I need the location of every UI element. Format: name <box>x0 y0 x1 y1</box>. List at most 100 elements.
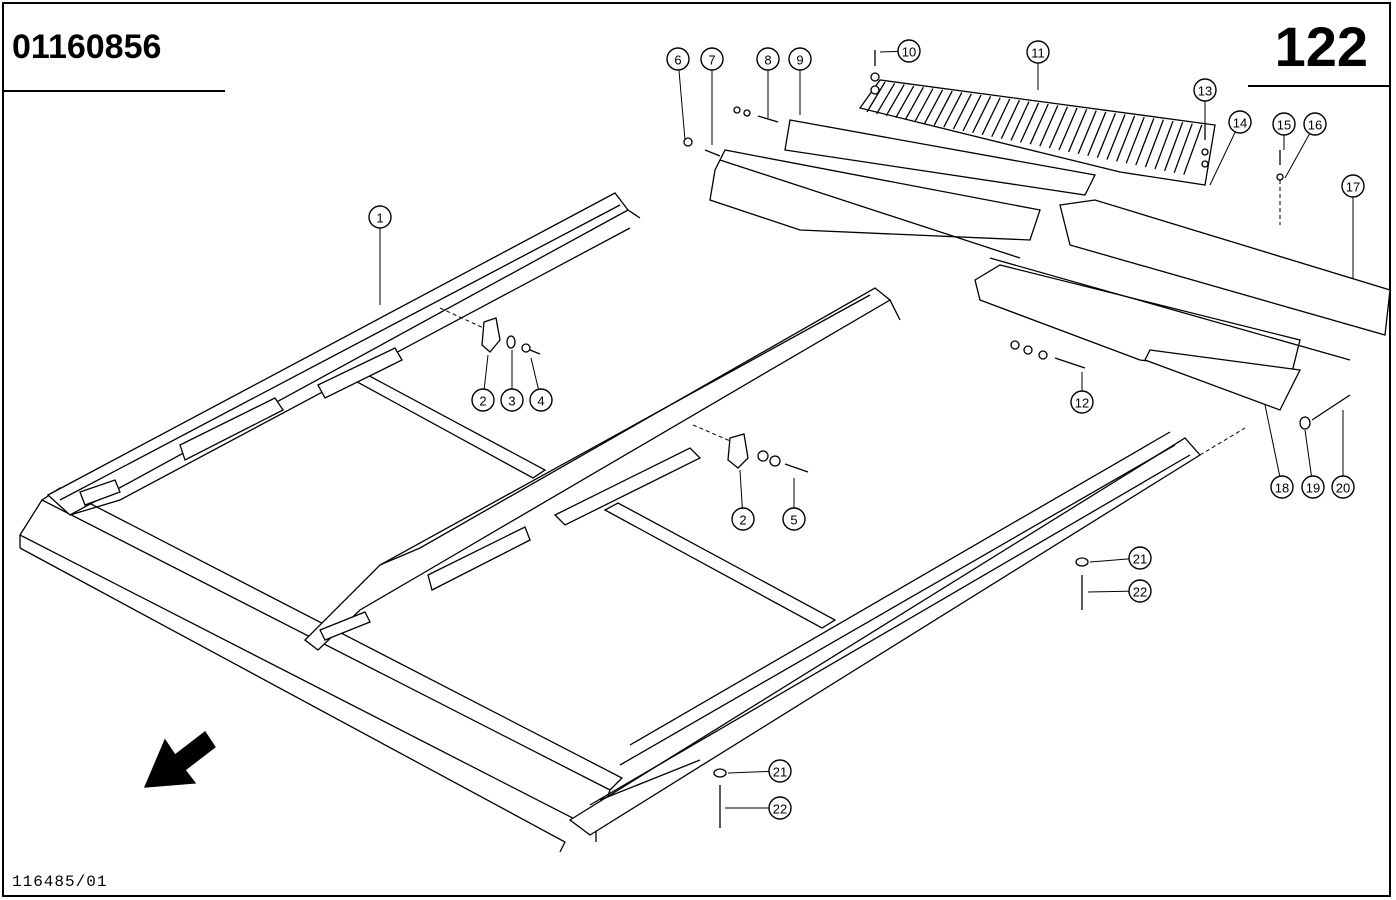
callout-10: 10 <box>879 39 921 63</box>
callout-8: 8 <box>756 47 780 118</box>
callout-16: 16 <box>1284 112 1327 179</box>
callout-label: 10 <box>902 45 916 60</box>
document-number: 01160856 <box>12 28 162 66</box>
left-deflector <box>709 149 1041 241</box>
callout-circle <box>1128 579 1152 603</box>
callout-label: 2 <box>479 394 486 409</box>
bracket-hardware-center <box>692 424 809 473</box>
callout-9: 9 <box>788 47 812 115</box>
rake-grille <box>858 79 1216 186</box>
callout-3: 3 <box>500 350 524 412</box>
grille-bar <box>1163 122 1184 172</box>
callout-21: 21 <box>1089 546 1152 570</box>
grille-bar <box>1173 123 1193 174</box>
grille-bar <box>1154 120 1174 170</box>
callout-label: 18 <box>1275 481 1289 496</box>
callout-2: 2 <box>731 469 755 531</box>
callout-22: 22 <box>1087 579 1152 603</box>
callout-1: 1 <box>368 205 392 305</box>
grille-bar <box>914 88 934 122</box>
callout-label: 8 <box>764 53 771 68</box>
callout-label: 21 <box>773 765 787 780</box>
rear-crossbar-tube <box>348 371 547 479</box>
callout-circle <box>788 47 812 71</box>
left-beam-slot <box>179 397 284 461</box>
grille-bar <box>1077 110 1097 155</box>
callout-label: 4 <box>537 394 544 409</box>
grille-bar <box>1000 99 1020 139</box>
right-side-channel <box>568 437 1201 836</box>
lower-shield <box>1144 349 1301 411</box>
header-rule-right <box>1248 85 1391 87</box>
grille-bar <box>904 86 924 120</box>
callout-label: 22 <box>773 802 787 817</box>
callout-circle <box>1341 174 1365 198</box>
bracket-clip <box>727 433 749 469</box>
callout-circle <box>768 759 792 783</box>
callout-circle <box>1272 112 1296 136</box>
page-number: 122 <box>1274 15 1368 78</box>
callout-label: 3 <box>508 394 515 409</box>
callout-label: 1 <box>376 211 383 226</box>
center-beam-slot <box>427 526 531 591</box>
callout-circle <box>1070 390 1094 414</box>
callout-circle <box>1026 40 1050 64</box>
grille-bar <box>1020 102 1040 143</box>
callout-4: 4 <box>529 357 553 412</box>
front-crossbar-tube <box>603 502 837 629</box>
drawing-reference: 116485/01 <box>12 873 108 891</box>
callout-label: 7 <box>708 53 715 68</box>
grille-bar <box>1029 103 1049 145</box>
callout-label: 15 <box>1277 118 1291 133</box>
front-cross-beam <box>19 499 611 831</box>
callout-5: 5 <box>782 478 806 531</box>
header-rule-left <box>2 90 225 92</box>
callout-circle <box>1128 546 1152 570</box>
callout-18: 18 <box>1264 404 1294 499</box>
callout-15: 15 <box>1272 112 1296 150</box>
callout-circle <box>1270 475 1294 499</box>
leader-line <box>677 58 686 141</box>
grille-bar <box>866 81 886 113</box>
grille-bar <box>991 98 1011 137</box>
callout-circle <box>529 388 553 412</box>
callout-11: 11 <box>1026 40 1050 90</box>
callout-19: 19 <box>1301 429 1325 499</box>
grille-bar <box>933 90 953 126</box>
callout-circle <box>1303 112 1327 136</box>
callout-label: 12 <box>1075 396 1089 411</box>
grille-bar <box>981 97 1001 136</box>
grille-bar <box>1048 106 1068 149</box>
grille-bar <box>876 82 896 115</box>
callout-12: 12 <box>1070 372 1094 414</box>
left-mount-plate <box>317 347 403 399</box>
callout-6: 6 <box>666 47 690 141</box>
bottom-bolts <box>713 557 1089 828</box>
callout-label: 17 <box>1346 180 1360 195</box>
grille-bar <box>885 84 905 117</box>
arrow-down-left-icon <box>143 731 216 788</box>
callout-label: 22 <box>1133 585 1147 600</box>
grille-bar <box>1058 107 1078 151</box>
callout-circle <box>700 47 724 71</box>
center-beam <box>304 287 892 651</box>
center-mount-plate <box>553 447 702 526</box>
callout-circle <box>368 205 392 229</box>
grille-bar <box>1010 101 1030 141</box>
callout-label: 21 <box>1133 552 1147 567</box>
grille-bar <box>1096 112 1117 158</box>
grille-bar <box>1144 119 1165 168</box>
grille-bar <box>1087 111 1107 156</box>
callout-circle <box>1193 78 1217 102</box>
right-upper-plate <box>1059 199 1391 336</box>
grille-bar <box>1068 109 1088 153</box>
grille-bar <box>1135 118 1155 166</box>
callout-21: 21 <box>727 759 792 783</box>
bracket-clip <box>481 317 501 353</box>
callout-circle <box>731 507 755 531</box>
callout-label: 16 <box>1308 118 1322 133</box>
